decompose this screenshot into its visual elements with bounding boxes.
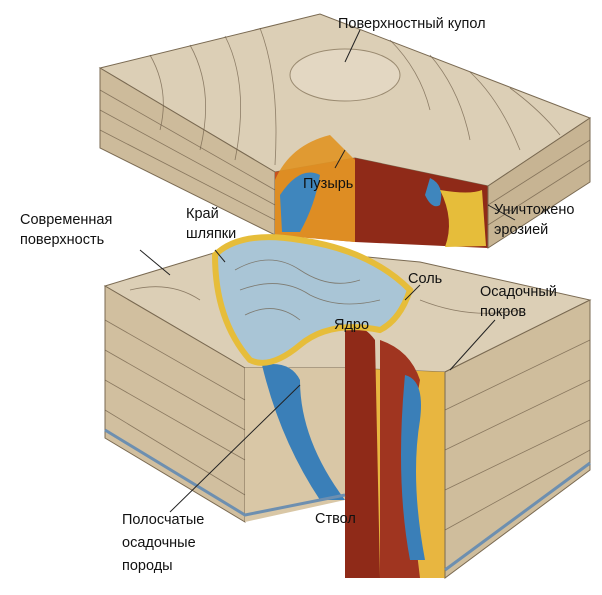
label-modern-surface-2: поверхность xyxy=(20,232,104,248)
upper-block xyxy=(98,13,592,249)
label-banded-2: осадочные xyxy=(122,535,196,551)
label-stem: Ствол xyxy=(315,511,356,527)
label-sediment-cover-1: Осадочный xyxy=(480,284,557,300)
lower-block xyxy=(103,234,592,579)
label-banded-3: породы xyxy=(122,558,173,574)
label-eroded-2: эрозией xyxy=(494,222,548,238)
label-modern-surface-1: Современная xyxy=(20,212,112,228)
surface-dome-shape xyxy=(289,48,401,102)
label-salt: Соль xyxy=(408,271,442,287)
label-eroded-1: Уничтожено xyxy=(494,202,574,218)
upper-right-face xyxy=(487,117,591,249)
salt-cap-shape xyxy=(211,234,414,366)
label-cap-edge-2: шляпки xyxy=(186,226,236,242)
label-surface-dome: Поверхностный купол xyxy=(338,16,486,32)
label-banded-1: Полосчатые xyxy=(122,512,204,528)
label-bubble: Пузырь xyxy=(303,176,353,192)
label-cap-edge-1: Край xyxy=(186,206,219,222)
label-core: Ядро xyxy=(334,317,369,333)
label-sediment-cover-2: покров xyxy=(480,304,526,320)
lower-right-face xyxy=(444,299,591,579)
